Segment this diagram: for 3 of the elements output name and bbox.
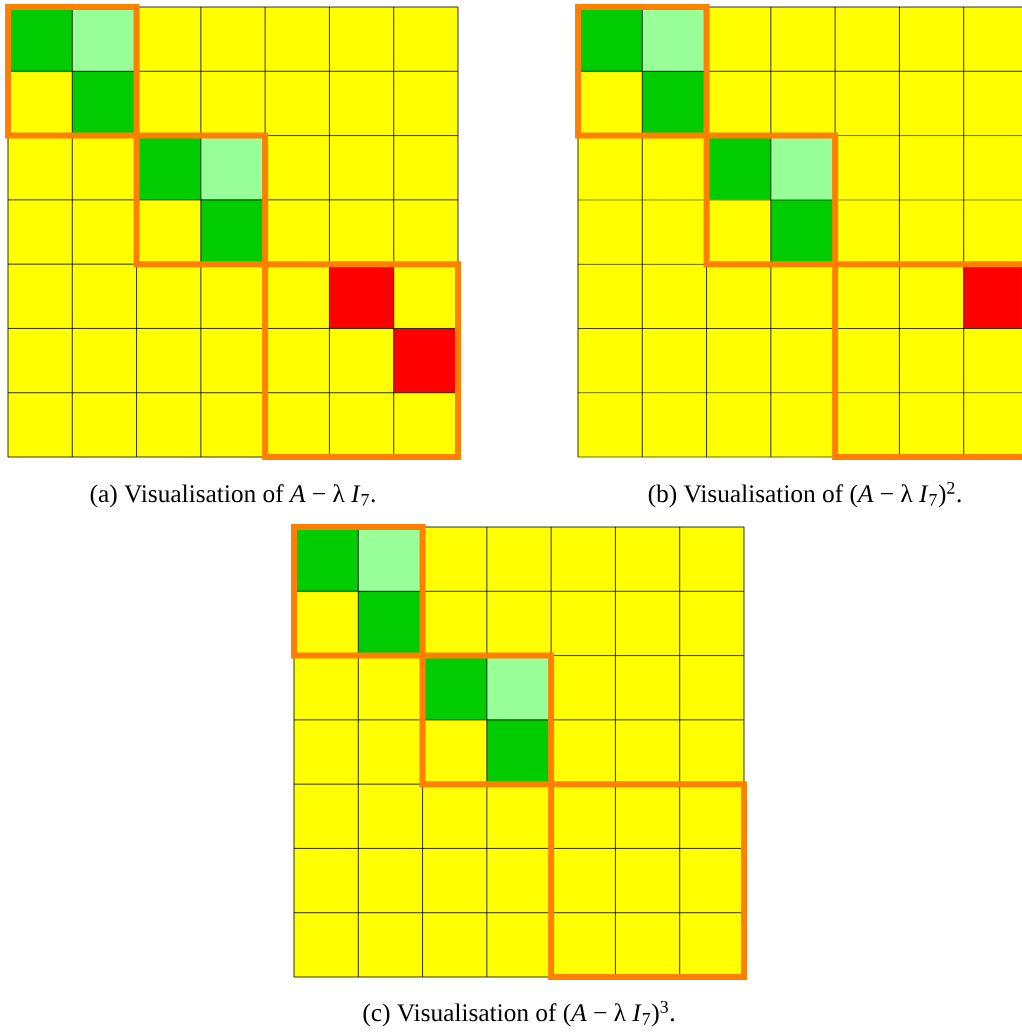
caption: (a) Visualisation of A − λ I$_{7}$. [90, 484, 375, 508]
caption: (b) Visualisation of (A − λ I$_{7}$)$^{2}$. [648, 481, 961, 508]
caption: (c) Visualisation of (A − λ I$_{7}$)$^{3}$. [363, 1000, 674, 1027]
